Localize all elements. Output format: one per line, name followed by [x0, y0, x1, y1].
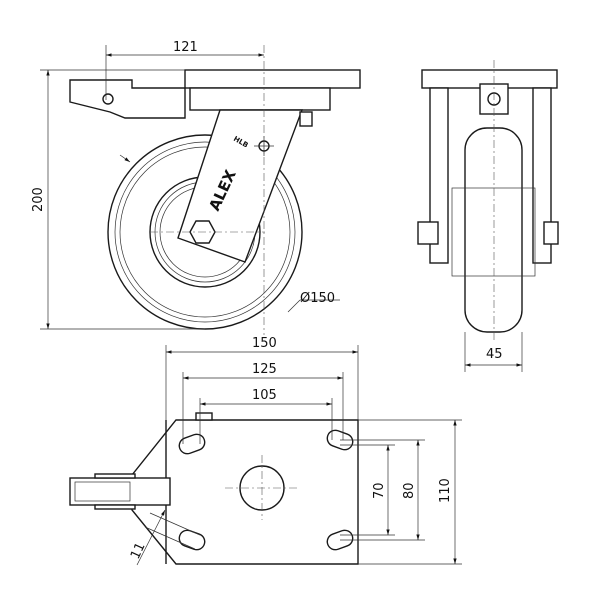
- dim-150: 150: [252, 336, 277, 351]
- dim-45: 45: [486, 347, 503, 362]
- dim-121: 121: [173, 40, 198, 55]
- dim-200: 200: [31, 187, 46, 212]
- axle-bolt-right: [543, 221, 559, 245]
- brake-lever: [69, 79, 186, 119]
- dim-70: 70: [372, 482, 387, 499]
- dim-diameter-150: Ø150: [300, 291, 335, 306]
- axle-nut-left: [417, 221, 439, 245]
- brake-pin: [102, 93, 114, 105]
- dim-110: 110: [438, 478, 453, 503]
- swivel-housing: [189, 87, 331, 111]
- dim-80: 80: [402, 482, 417, 499]
- grease-nipple: [299, 111, 313, 127]
- dim-11: 11: [128, 540, 149, 561]
- top-plate: [184, 69, 361, 89]
- top-view: 150 125 105 70 80 110 11: [69, 336, 462, 566]
- side-view: HLB ALEX 121 200 Ø150: [31, 40, 361, 335]
- dim-105: 105: [252, 388, 277, 403]
- fork-leg-right: [532, 87, 552, 264]
- brake-pedal-top: [69, 477, 171, 506]
- front-wheel: [464, 127, 523, 333]
- fork-leg-left: [429, 87, 449, 264]
- front-view: 45: [417, 60, 559, 372]
- dim-125: 125: [252, 362, 277, 377]
